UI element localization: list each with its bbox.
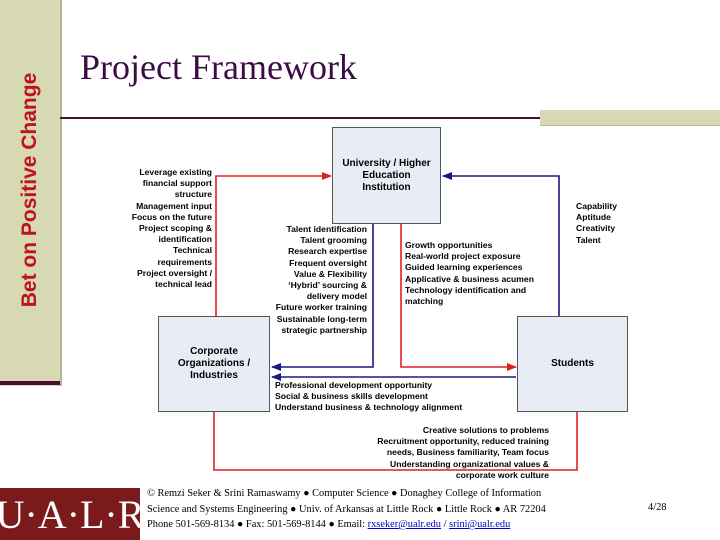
corp-students-benefits: Professional development opportunity Soc…: [275, 380, 463, 413]
page-number: 4/28: [648, 502, 667, 513]
page-title: Project Framework: [80, 47, 357, 87]
footer-line-1: © Remzi Seker & Srini Ramaswamy ● Comput…: [147, 488, 542, 499]
footer-phone-fax: Phone 501-569-8134 ● Fax: 501-569-8144 ●…: [147, 519, 368, 530]
title-divider: [60, 117, 720, 119]
email-link-srini[interactable]: srini@ualr.edu: [449, 519, 511, 530]
sidebar-rule: [0, 381, 60, 385]
footer-line-3: Phone 501-569-8134 ● Fax: 501-569-8144 ●…: [147, 517, 627, 533]
arrow-univ-to-corp: [271, 224, 374, 371]
footer-contact: © Remzi Seker & Srini Ramaswamy ● Comput…: [147, 486, 627, 533]
vertical-slogan: Bet on Positive Change: [18, 72, 41, 308]
arrow-students-to-univ: [442, 172, 560, 316]
univ-to-corp-benefits: Talent identification Talent grooming Re…: [275, 224, 367, 335]
email-separator: /: [440, 519, 450, 530]
email-link-seker[interactable]: rxseker@ualr.edu: [367, 519, 441, 530]
diagram-arrows: [210, 172, 578, 471]
arrow-bottom-loop: [210, 385, 578, 471]
students-box: Students: [517, 316, 628, 412]
framework-diagram: University / Higher Education Institutio…: [125, 124, 630, 482]
ualr-logo-text: U·A·L·R: [0, 491, 145, 537]
corporate-box: Corporate Organizations / Industries: [158, 316, 270, 412]
title-accent-bar: [540, 110, 720, 126]
students-to-univ-benefits: Capability Aptitude Creativity Talent: [576, 201, 618, 245]
arrow-univ-to-students: [400, 224, 517, 371]
students-to-corp-benefits: Creative solutions to problems Recruitme…: [377, 425, 549, 480]
arrow-corp-to-univ: [215, 172, 332, 316]
footer-line-2: Science and Systems Engineering ● Univ. …: [147, 503, 546, 515]
sidebar-band: [0, 0, 62, 386]
ualr-logo: U·A·L·R: [0, 488, 144, 540]
university-box: University / Higher Education Institutio…: [332, 127, 441, 224]
univ-to-students-benefits: Growth opportunities Real-world project …: [405, 240, 534, 307]
corp-to-univ-benefits: Leverage existing financial support stru…: [131, 167, 212, 290]
